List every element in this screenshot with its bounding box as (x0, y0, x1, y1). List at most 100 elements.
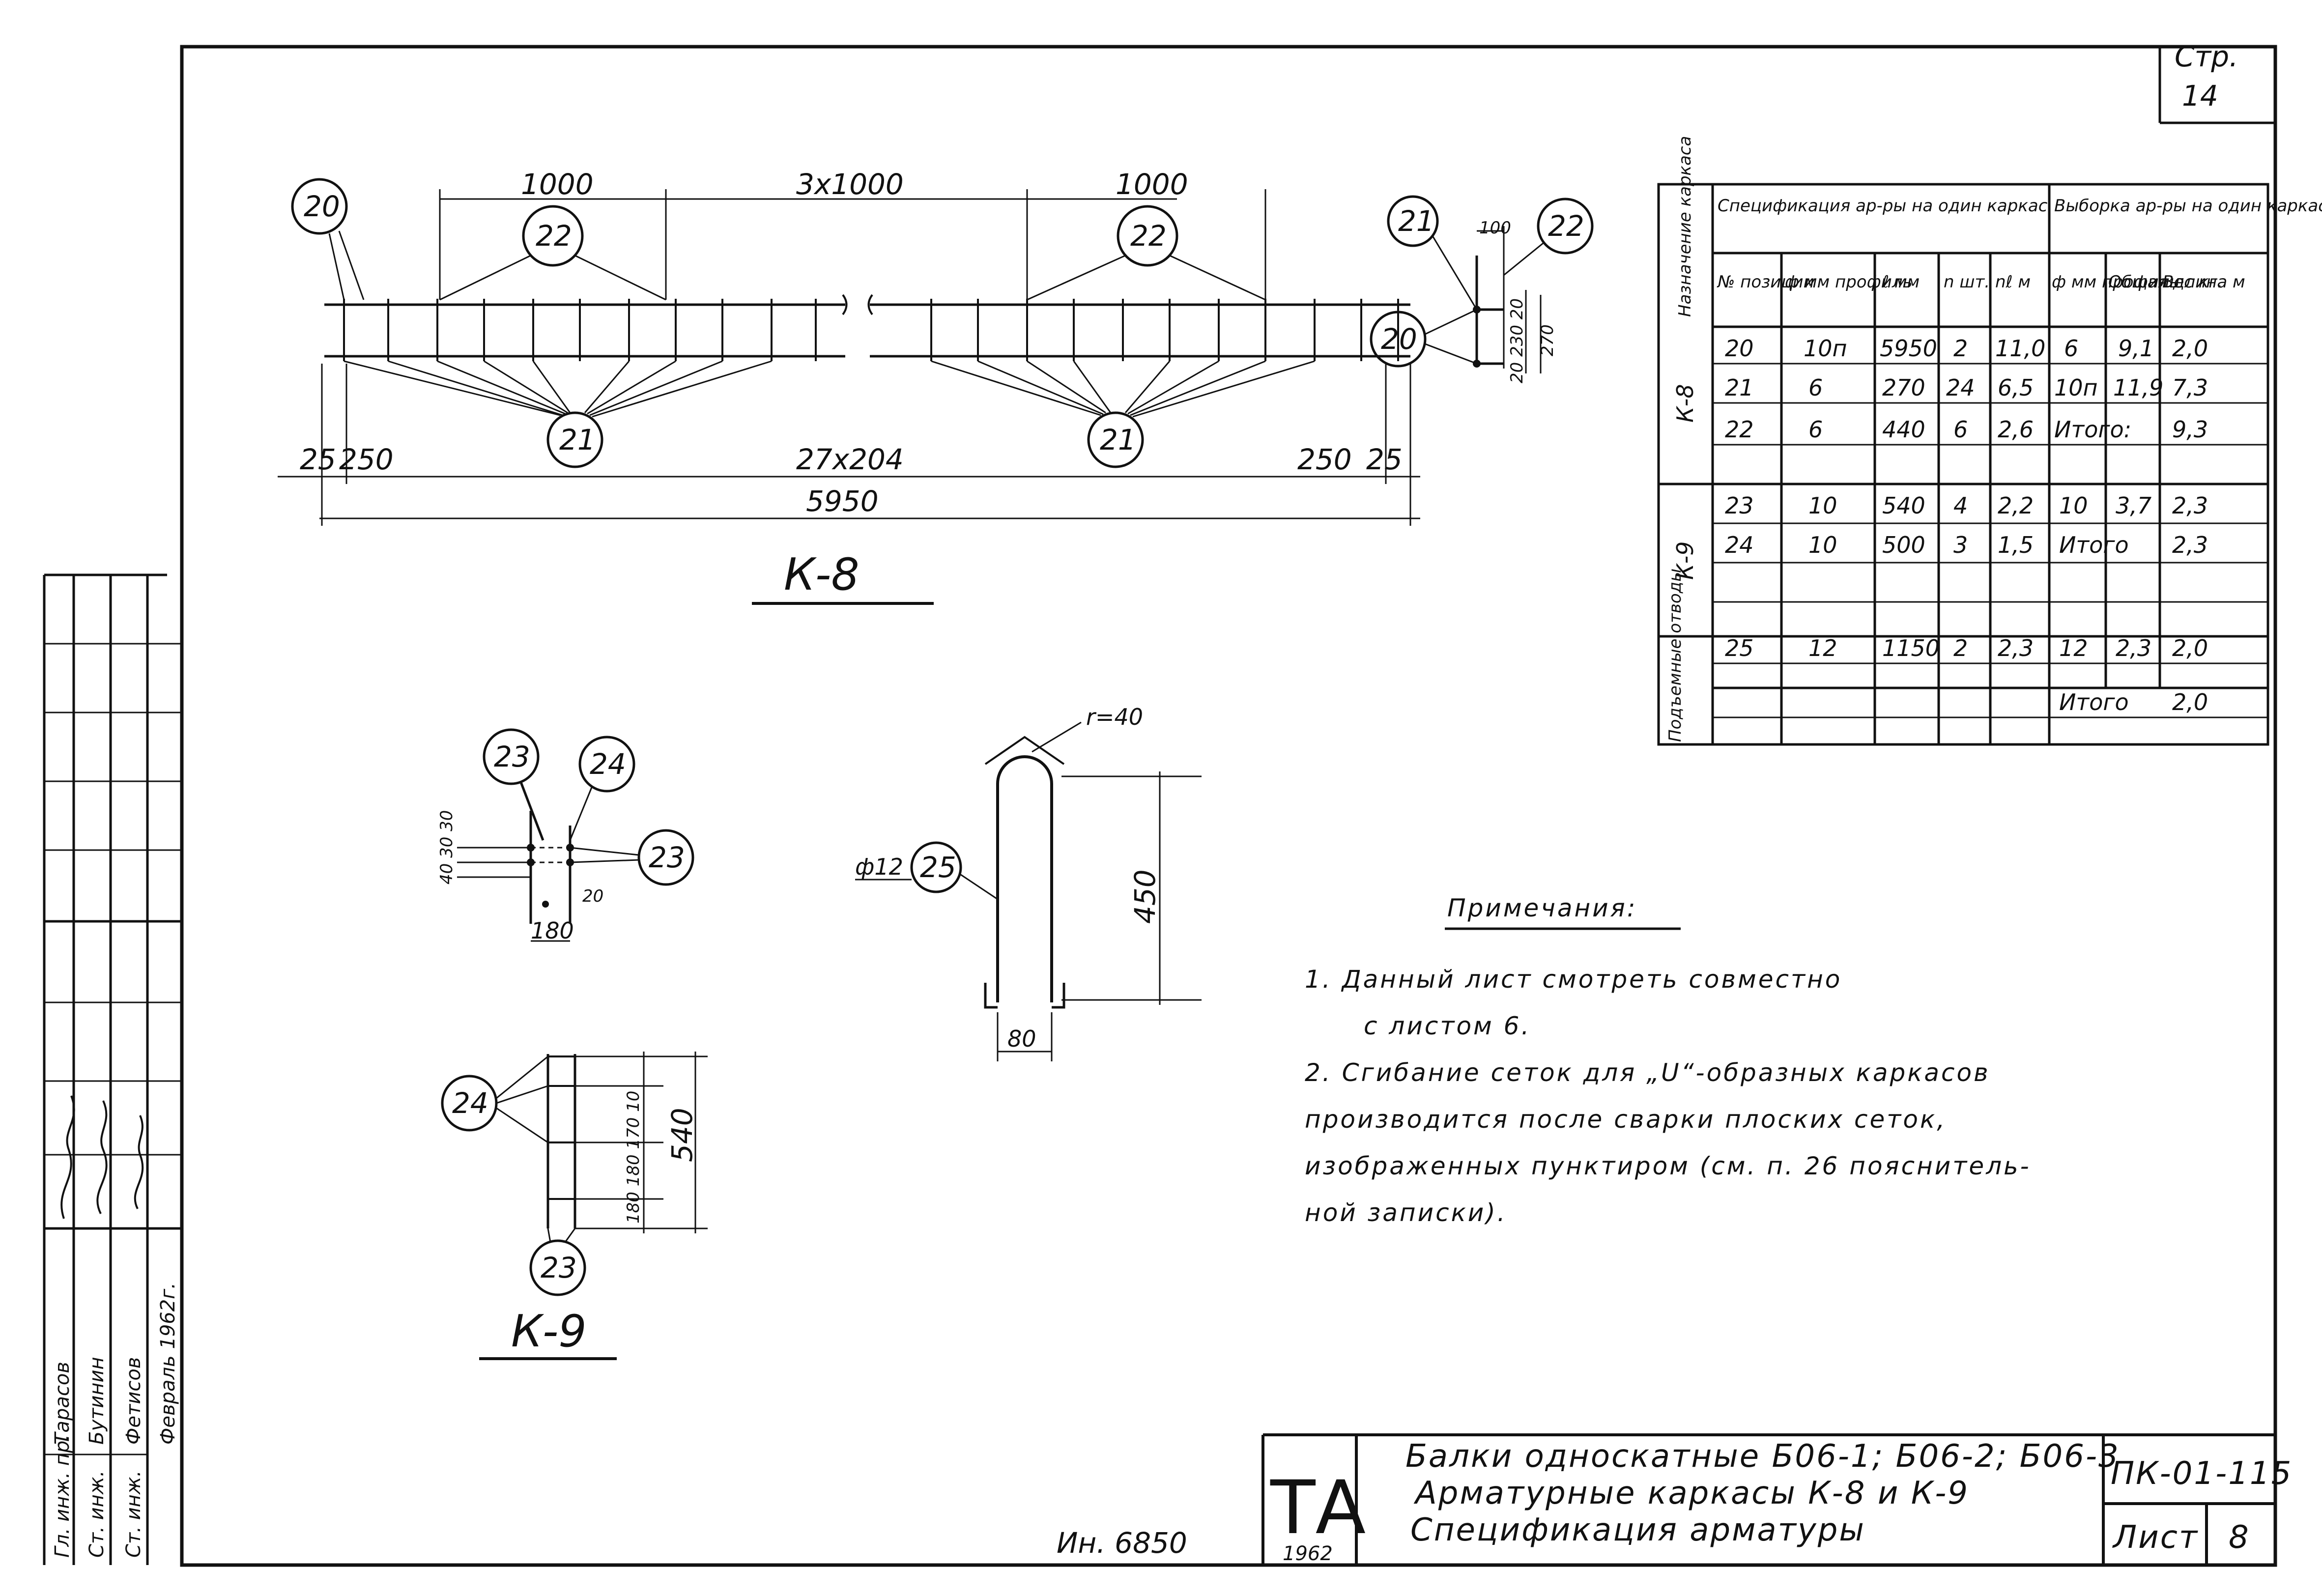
svg-text:9,3: 9,3 (2172, 416, 2208, 443)
spec-table: Назначение каркаса Спецификация ар-ры на… (1657, 136, 2322, 746)
k8-frame-drawing: 1000 3х1000 1000 25 250 27х204 250 25 59… (278, 168, 1420, 605)
svg-text:24: 24 (1725, 532, 1754, 558)
k9-section-vertical: 40 30 30 (437, 810, 457, 884)
svg-text:11,9: 11,9 (2113, 374, 2163, 401)
k9-mark-23-side: 23 (541, 1251, 577, 1284)
svg-text:6: 6 (1953, 416, 1968, 443)
k8-section-stack: 20 230 20 (1507, 298, 1527, 383)
k8-dim-left-span: 1000 (521, 168, 594, 201)
spec-col-pos: № позиции (1717, 272, 1814, 292)
k8-mark-22-left: 22 (536, 219, 572, 253)
spec-group-name-k8: К-8 (1672, 384, 1698, 423)
title-logo-year: 1962 (1283, 1542, 1333, 1565)
table-row: 25 12 1150 2 2,3 12 2,3 2,0 (1725, 635, 2208, 661)
note-1-line-2: с листом 6. (1364, 1012, 1531, 1040)
note-2-line-2: производится после сварки плоских сеток, (1305, 1105, 1947, 1134)
k8-section-height: 270 (1538, 324, 1557, 356)
svg-text:270: 270 (1882, 374, 1925, 401)
spec-group-spec: Спецификация ар-ры на один каркас (1718, 196, 2048, 216)
table-row: Итого 2,0 (2059, 689, 2208, 715)
k8-section-top: 100 (1479, 218, 1511, 238)
title-logo: ТА (1270, 1465, 1366, 1551)
spec-col-slen: Общая длина м (2108, 272, 2245, 292)
k9-mark-23-right: 23 (649, 841, 685, 874)
table-row: 22 6 440 6 2,6 Итого: 9,3 (1725, 416, 2208, 443)
svg-text:2,3: 2,3 (1998, 635, 2034, 661)
hook-drawing: r=40 450 80 25 ф12 (855, 704, 1202, 1061)
spec-col-count: n шт. (1944, 272, 1990, 292)
k8-mark-21-left: 21 (559, 423, 596, 456)
table-row: 21 6 270 24 6,5 10п 11,9 7,3 (1725, 374, 2208, 401)
svg-text:6: 6 (2064, 335, 2078, 362)
k9-section-offset: 20 (582, 886, 603, 906)
svg-text:2,3: 2,3 (2172, 532, 2208, 558)
svg-text:6,5: 6,5 (1998, 374, 2034, 401)
k9-side-stack: 180 180 170 10 (624, 1091, 643, 1224)
k9-side-drawing: 180 180 170 10 540 24 23 К-9 (441, 1052, 708, 1360)
k9-mark-23-top: 23 (494, 740, 530, 773)
svg-text:440: 440 (1882, 416, 1925, 443)
svg-text:3,7: 3,7 (2116, 492, 2151, 519)
stamp-name-3: Фетисов (122, 1357, 145, 1445)
svg-text:9,1: 9,1 (2118, 335, 2154, 362)
k8-section-mark-21: 21 (1398, 204, 1434, 238)
k8-section-drawing: 100 20 230 20 270 21 22 20 (1370, 195, 1594, 383)
svg-text:22: 22 (1725, 416, 1754, 443)
note-2-line-4: ной записки). (1305, 1198, 1507, 1227)
svg-text:21: 21 (1725, 374, 1754, 401)
svg-text:10: 10 (1808, 492, 1837, 519)
stamp-role-2: Ст. инж. (86, 1470, 108, 1558)
spec-col-purpose: Назначение каркаса (1675, 136, 1695, 317)
k8-mark-20: 20 (304, 190, 340, 223)
stamp-role-1: Гл. инж. пр. (51, 1434, 74, 1558)
sheet-label: Лист (2112, 1519, 2199, 1556)
svg-text:4: 4 (1953, 492, 1968, 519)
svg-text:3: 3 (1953, 532, 1968, 558)
svg-text:6: 6 (1808, 374, 1823, 401)
title-line-3: Спецификация арматуры (1410, 1512, 1865, 1548)
svg-text:12: 12 (2059, 635, 2088, 661)
svg-text:5950: 5950 (1880, 335, 1937, 362)
hook-radius: r=40 (1086, 704, 1143, 730)
hook-height: 450 (1128, 869, 1162, 924)
svg-text:540: 540 (1882, 492, 1925, 519)
sheet-number: 8 (2229, 1519, 2250, 1556)
hook-diameter: ф12 (855, 854, 903, 880)
stamp-role-3: Ст. инж. (122, 1470, 145, 1558)
k8-dim-pitch: 27х204 (796, 443, 904, 476)
note-2-line-3: изображенных пунктиром (см. п. 26 поясни… (1305, 1152, 2031, 1180)
svg-text:2,0: 2,0 (2172, 635, 2208, 661)
k8-section-mark-22: 22 (1548, 209, 1584, 243)
svg-text:23: 23 (1725, 492, 1754, 519)
svg-text:7,3: 7,3 (2172, 374, 2208, 401)
hook-mark-25: 25 (920, 851, 956, 884)
table-row: 20 10п 5950 2 11,0 6 9,1 2,0 (1725, 335, 2208, 362)
k8-mark-21-right: 21 (1100, 423, 1136, 456)
k9-side-height: 540 (665, 1108, 699, 1162)
table-row: 23 10 540 4 2,2 10 3,7 2,3 (1725, 492, 2208, 519)
inventory-number: Ин. 6850 (1057, 1526, 1187, 1560)
k8-dim-right-edge: 25 (1366, 443, 1403, 476)
hook-width: 80 (1007, 1026, 1036, 1052)
doc-code: ПК-01-115 (2111, 1455, 2293, 1492)
svg-text:20: 20 (1725, 335, 1754, 362)
page-number: 14 (2182, 79, 2218, 113)
title-line-1: Балки односкатные Б06-1; Б06-2; Б06-3 (1405, 1438, 2120, 1475)
svg-text:2,3: 2,3 (2116, 635, 2151, 661)
svg-text:10: 10 (1808, 532, 1837, 558)
approval-stamp: Гл. инж. пр. Тарасов Ст. инж. Бутинин Ст… (43, 573, 182, 1565)
svg-text:25: 25 (1725, 635, 1754, 661)
k8-dim-mid-span: 3х1000 (796, 168, 904, 201)
stamp-name-2: Бутинин (86, 1357, 108, 1445)
page-label: Стр. (2175, 40, 2238, 73)
sheet-frame (180, 45, 2277, 1567)
title-line-2: Арматурные каркасы К-8 и К-9 (1413, 1475, 1969, 1511)
svg-text:2: 2 (1953, 335, 1968, 362)
svg-text:10п: 10п (1804, 335, 1847, 362)
svg-text:6: 6 (1808, 416, 1823, 443)
svg-text:10: 10 (2059, 492, 2088, 519)
svg-text:2,0: 2,0 (2172, 689, 2208, 715)
stamp-name-1: Тарасов (51, 1362, 74, 1445)
note-1-line-1: 1. Данный лист смотреть совместно (1305, 965, 1842, 994)
k8-dim-left-offset: 250 (339, 443, 394, 476)
